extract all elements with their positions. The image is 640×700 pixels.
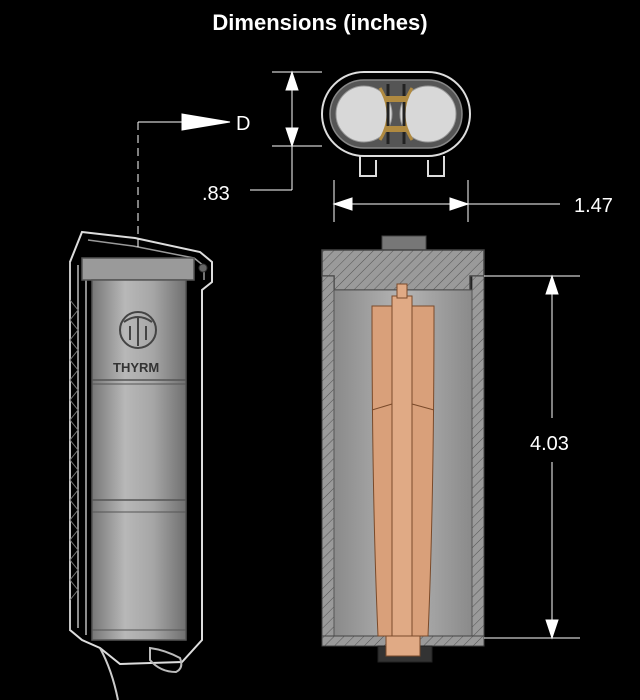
thyrm-logo-icon <box>119 311 157 349</box>
dimension-lines <box>137 70 580 640</box>
width-dimension-label: 1.47 <box>574 195 613 217</box>
brand-label: THYRM <box>113 360 159 375</box>
top-view-case <box>321 71 471 177</box>
cartridge-section <box>371 283 435 657</box>
section-marker-label: D <box>236 113 250 135</box>
section-view-case <box>321 235 485 663</box>
thickness-dimension-label: .83 <box>202 183 230 205</box>
page-title: Dimensions (inches) <box>212 10 428 35</box>
side-view-case <box>69 230 213 700</box>
height-dimension-label: 4.03 <box>530 433 569 455</box>
